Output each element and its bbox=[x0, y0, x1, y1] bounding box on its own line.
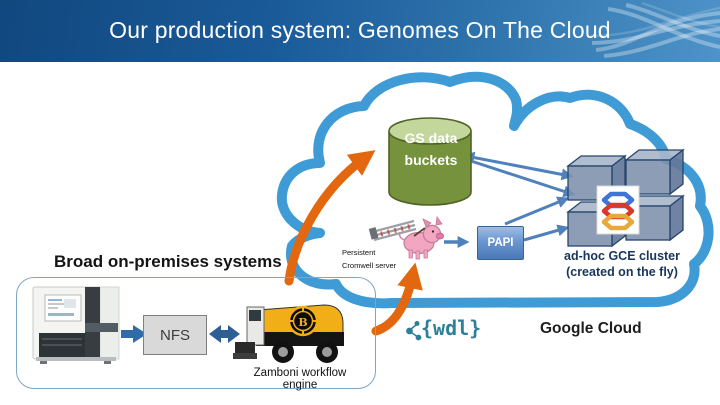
gce-cluster-label-line1: ad-hoc GCE cluster bbox=[564, 249, 680, 263]
papi-box: PAPI bbox=[477, 226, 524, 260]
slide-title: Our production system: Genomes On The Cl… bbox=[109, 16, 611, 43]
wdl-icon bbox=[406, 321, 422, 341]
connector-group bbox=[444, 151, 576, 248]
arrow-nfs-zamboni bbox=[209, 325, 240, 343]
onprem-heading: Broad on-premises systems bbox=[54, 252, 282, 271]
connector-buckets-cluster-2 bbox=[467, 158, 576, 198]
gs-buckets-label-line1: GS data bbox=[404, 130, 458, 146]
zamboni-icon: B bbox=[233, 304, 344, 363]
zamboni-caption: Zamboni workflow engine bbox=[253, 367, 347, 391]
cromwell-server-label: Persistent Cromwell server bbox=[342, 246, 422, 272]
nfs-box: NFS bbox=[143, 315, 207, 355]
cromwell-label-line2: Cromwell server bbox=[342, 261, 397, 270]
flow-arrow-onprem-to-cromwell bbox=[371, 262, 423, 336]
wdl-label: {wdl} bbox=[421, 316, 482, 340]
arrow-sequencer-to-nfs bbox=[121, 325, 147, 343]
onprem-container-box bbox=[16, 277, 376, 389]
sequencer-machine-icon bbox=[32, 286, 120, 364]
gce-cluster-label: ad-hoc GCE cluster (created on the fly) bbox=[556, 249, 688, 280]
gce-cube-cluster-icon bbox=[567, 149, 684, 247]
gs-buckets-label-line2: buckets bbox=[404, 152, 458, 168]
papi-label: PAPI bbox=[487, 237, 514, 249]
bruins-logo-letter: B bbox=[298, 316, 307, 329]
connector-papi-cluster-1 bbox=[504, 196, 570, 226]
cromwell-pig-icon bbox=[368, 215, 444, 260]
gce-logo-icon bbox=[596, 185, 640, 235]
connector-buckets-cluster-1 bbox=[462, 151, 574, 181]
cromwell-label-line1: Persistent bbox=[342, 248, 376, 257]
nfs-label: NFS bbox=[160, 326, 190, 344]
connector-papi-cluster-2 bbox=[523, 224, 570, 242]
bruins-logo-icon: B bbox=[287, 305, 319, 337]
gs-buckets-label: GS data buckets bbox=[392, 127, 470, 171]
google-cloud-label: Google Cloud bbox=[540, 320, 642, 337]
slide-header: Our production system: Genomes On The Cl… bbox=[0, 0, 720, 62]
header-weave-decoration bbox=[590, 1, 720, 58]
gce-cluster-label-line2: (created on the fly) bbox=[566, 264, 678, 279]
flow-arrow-onprem-to-buckets bbox=[284, 150, 376, 286]
gs-bucket-cylinder-icon bbox=[388, 117, 472, 206]
